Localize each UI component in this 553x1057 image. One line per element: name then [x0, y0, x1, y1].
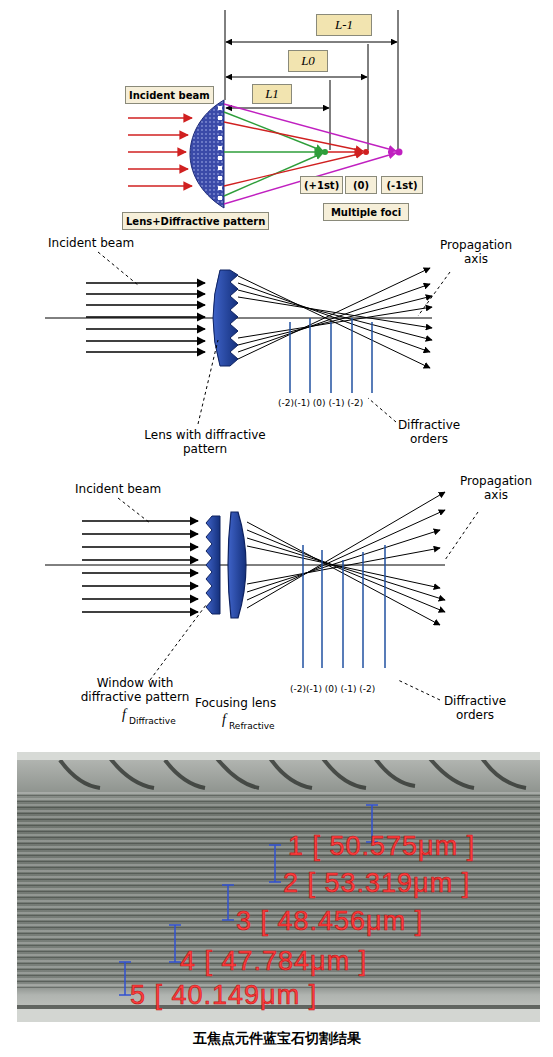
beam-label: Incident beam [125, 86, 214, 104]
foci-label: Multiple foci [323, 203, 409, 221]
order-lines [290, 318, 372, 393]
node-text: L0 [301, 53, 315, 69]
figure-caption: 五焦点元件蓝宝石切割结果 [0, 1030, 553, 1047]
diffractive-pattern [218, 106, 222, 200]
measurement-label: 1 [ 50.575μm ] [288, 830, 475, 862]
orders-label: Diffractive orders [430, 694, 520, 723]
beam-label: Incident beam [75, 482, 195, 496]
incident-rays [82, 521, 198, 612]
order-label: (0) [345, 176, 377, 194]
element-label: Focusing lens [195, 696, 305, 710]
axis-label: Propagation axis [430, 238, 522, 267]
node-text: Multiple foci [331, 207, 401, 218]
measurement-label: 4 [ 47.784μm ] [180, 945, 367, 977]
focal-points [322, 149, 403, 156]
dimension-label: L0 [288, 50, 328, 72]
focal-symbol: f [222, 712, 226, 729]
focal-subscript: Refractive [229, 721, 275, 732]
order-label: (-1st) [381, 176, 423, 194]
diffractive-window [206, 516, 220, 614]
diffracted-rays [247, 492, 445, 625]
node-text: (0) [353, 180, 369, 191]
dimension-label: L-1 [316, 14, 372, 36]
focusing-rays [224, 104, 396, 204]
order-lines [303, 545, 385, 668]
node-text: Lens+Diffractive pattern [126, 216, 265, 227]
incident-rays [128, 118, 192, 186]
focal-symbol: f [122, 707, 126, 724]
measurement-label: 5 [ 40.149μm ] [130, 979, 317, 1011]
node-text: L1 [265, 86, 279, 102]
micrograph [17, 752, 540, 1022]
leader-lines [118, 498, 478, 700]
incident-rays [86, 283, 205, 352]
measurement-label: 3 [ 48.456μm ] [236, 905, 423, 937]
dimension-lines [225, 10, 398, 150]
focusing-lens [228, 512, 246, 618]
focal-subscript: Diffractive [129, 716, 176, 727]
order-numbers: (-2)(-1) (0) (-1) (-2) [290, 684, 375, 695]
node-text: Incident beam [129, 90, 210, 101]
diffracted-rays [238, 268, 432, 368]
node-text: L-1 [335, 17, 353, 33]
dimension-label: L1 [252, 84, 292, 104]
axis-label: Propagation axis [450, 474, 542, 503]
order-numbers: (-2)(-1) (0) (-1) (-2) [278, 398, 363, 409]
diffractive-lens [213, 270, 238, 366]
beam-label: Incident beam [48, 236, 168, 250]
diffractive-lens [190, 100, 224, 208]
element-label: Lens with diffractive pattern [130, 428, 280, 457]
measurement-label: 2 [ 53.319μm ] [283, 867, 470, 899]
leader-lines [98, 252, 450, 424]
node-text: (+1st) [304, 180, 339, 191]
orders-label: Diffractive orders [384, 418, 474, 447]
order-label: (+1st) [300, 176, 343, 194]
element-label: Lens+Diffractive pattern [122, 212, 269, 230]
element-label: Window with diffractive pattern [80, 676, 190, 705]
node-text: (-1st) [387, 180, 418, 191]
